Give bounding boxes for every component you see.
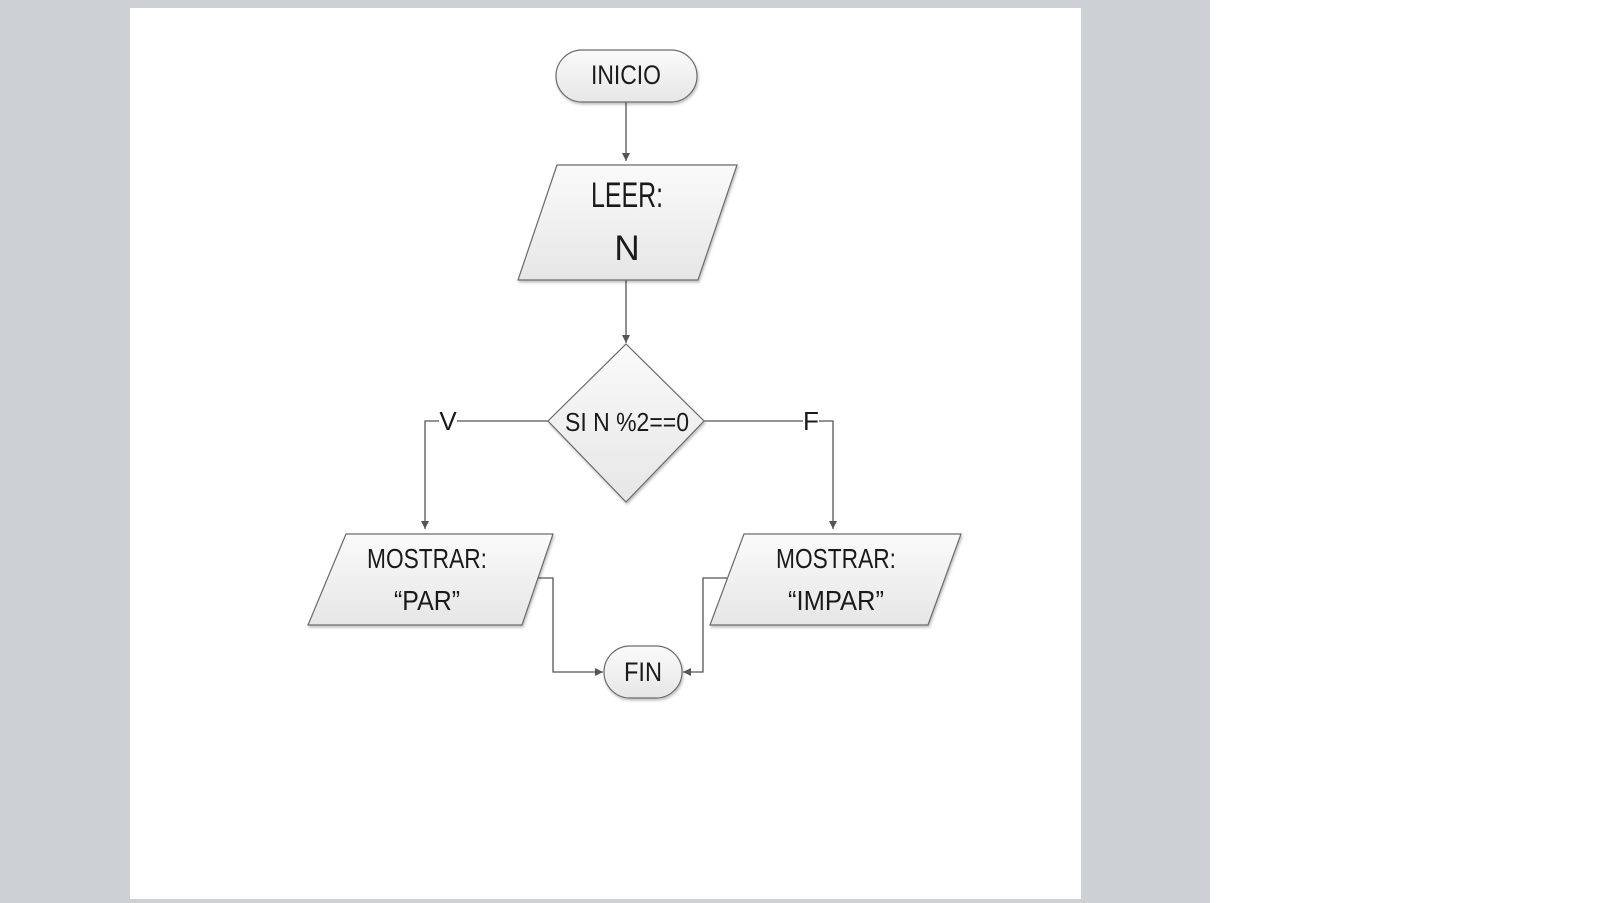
decision-label: SI N %2==0 (565, 407, 689, 437)
connector-decision-false (704, 420, 837, 529)
input-parallelogram (517, 164, 738, 281)
connector-impar-to-end (683, 577, 727, 676)
output-impar-parallelogram (709, 533, 962, 626)
output-par-parallelogram (307, 533, 554, 626)
true-label-backing (439, 406, 457, 434)
flowchart-diagram: INICIO LEER: N SI N %2==0 V F MOSTRAR: “… (307, 49, 962, 699)
false-label-backing (803, 406, 819, 434)
connector-decision-true (421, 420, 548, 529)
output-impar-line1: MOSTRAR: (776, 543, 896, 574)
connectors (421, 102, 837, 676)
decision-diamond (547, 343, 705, 503)
input-label-line1: LEER: (591, 176, 663, 215)
connector-par-to-end (529, 577, 603, 676)
end-label: FIN (624, 657, 662, 687)
right-blank-area (1210, 0, 1600, 903)
end-terminator (603, 645, 683, 699)
output-impar-line2: “IMPAR” (788, 585, 884, 616)
input-label-line2: N (614, 229, 639, 268)
branch-true-label: V (439, 406, 457, 436)
output-par-line1: MOSTRAR: (367, 543, 487, 574)
output-par-line2: “PAR” (394, 585, 460, 616)
start-label: INICIO (591, 60, 661, 90)
start-terminator (555, 49, 698, 103)
document-page: INICIO LEER: N SI N %2==0 V F MOSTRAR: “… (130, 8, 1081, 899)
branch-false-label: F (803, 406, 819, 436)
